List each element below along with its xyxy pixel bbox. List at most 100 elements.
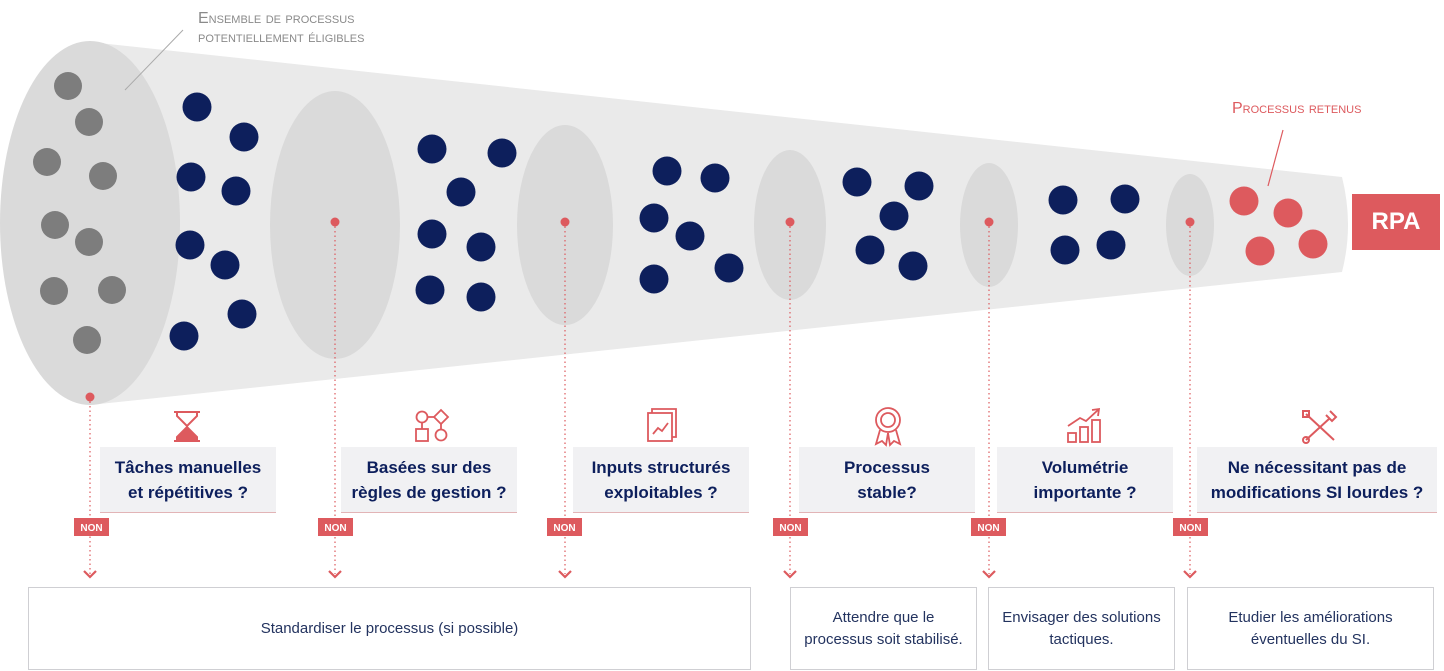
no-badge: NON (1173, 518, 1208, 536)
process-dot (169, 321, 199, 351)
result-box-3: Envisager des solutions tactiques. (988, 587, 1175, 670)
process-dot (466, 282, 496, 312)
no-badge-label: NON (553, 523, 575, 534)
process-dot (417, 219, 447, 249)
process-dot (75, 108, 103, 136)
no-badge-label: NON (1179, 523, 1201, 534)
drop-chevrons (83, 570, 1197, 579)
retained-dots (1229, 186, 1328, 266)
process-dot (1048, 185, 1078, 215)
drop-start-dot (984, 217, 994, 227)
criterion-box-5: Volumétrie importante ? (997, 447, 1173, 513)
result-text: Standardiser le processus (si possible) (260, 619, 519, 637)
growth-chart-icon (1067, 407, 1101, 443)
process-dot (842, 167, 872, 197)
criterion-text: Processus stable? (844, 457, 930, 502)
no-badge-label: NON (977, 523, 999, 534)
criterion-box-1: Tâches manuelles et répétitives ? (100, 447, 276, 513)
candidate-dots-stage-4 (842, 167, 934, 281)
process-dot (176, 162, 206, 192)
candidate-dots-stage-2 (415, 134, 517, 312)
process-dot (75, 228, 103, 256)
process-dot (1229, 186, 1259, 216)
process-dot (175, 230, 205, 260)
result-text: Etudier les améliorations éventuelles du… (1228, 608, 1393, 648)
process-dot (1096, 230, 1126, 260)
no-badges: NON NON NON NON NON NON (74, 518, 1208, 536)
document-chart-icon (647, 408, 677, 442)
chevron-down-icon (558, 570, 572, 579)
no-badge: NON (74, 518, 109, 536)
process-dot (41, 211, 69, 239)
chevron-down-icon (328, 570, 342, 579)
criterion-text: Inputs structurés exploitables ? (591, 457, 731, 502)
criterion-box-4: Processus stable? (799, 447, 975, 513)
drop-start-dots (85, 217, 1195, 402)
no-badge-label: NON (324, 523, 346, 534)
process-dot (227, 299, 257, 329)
rpa-output-box: RPA (1352, 194, 1440, 250)
process-dot (54, 72, 82, 100)
process-dot (446, 177, 476, 207)
result-text: Envisager des solutions tactiques. (1002, 608, 1161, 648)
process-dot (210, 250, 240, 280)
result-box-4: Etudier les améliorations éventuelles du… (1187, 587, 1434, 670)
process-dot (182, 92, 212, 122)
process-dot (855, 235, 885, 265)
rosette-icon (874, 407, 902, 447)
criterion-text: Tâches manuelles et répétitives ? (114, 457, 262, 502)
chevron-down-icon (982, 570, 996, 579)
funnel-mouth (0, 41, 180, 405)
input-dots (33, 72, 126, 354)
drop-start-dot (560, 217, 570, 227)
process-dot (1245, 236, 1275, 266)
no-badge: NON (773, 518, 808, 536)
process-dot (417, 134, 447, 164)
retained-label: Processus retenus (1232, 100, 1362, 117)
result-box-2: Attendre que le processus soit stabilisé… (790, 587, 977, 670)
tools-icon (1302, 410, 1338, 444)
candidate-dots-stage-3 (639, 156, 744, 294)
process-dot (73, 326, 101, 354)
drop-start-dot (1185, 217, 1195, 227)
drop-lines (89, 222, 1191, 574)
candidate-dots-stage-1 (169, 92, 259, 351)
rpa-label: RPA (1371, 208, 1421, 235)
process-dot (221, 176, 251, 206)
process-dot (879, 201, 909, 231)
process-dot (33, 148, 61, 176)
process-dot (40, 277, 68, 305)
no-badge: NON (971, 518, 1006, 536)
criterion-text: Basées sur des règles de gestion ? (351, 457, 507, 502)
process-dot (98, 276, 126, 304)
eligible-set-label: Ensemble de processus potentiellement él… (198, 10, 365, 46)
process-dot (1298, 229, 1328, 259)
process-dot (229, 122, 259, 152)
process-dot (1050, 235, 1080, 265)
criterion-box-2: Basées sur des règles de gestion ? (341, 447, 517, 513)
process-dot (1273, 198, 1303, 228)
process-dot (700, 163, 730, 193)
process-dot (639, 264, 669, 294)
process-dot (898, 251, 928, 281)
result-box-1: Standardiser le processus (si possible) (28, 587, 751, 670)
process-dot (466, 232, 496, 262)
callout-line-eligible (124, 29, 184, 91)
criterion-box-3: Inputs structurés exploitables ? (573, 447, 749, 513)
drop-start-dot (85, 392, 95, 402)
criterion-box-6: Ne nécessitant pas de modifications SI l… (1197, 447, 1437, 513)
result-text: Attendre que le processus soit stabilisé… (804, 608, 963, 648)
chevron-down-icon (83, 570, 97, 579)
no-badge-label: NON (779, 523, 801, 534)
criterion-text: Volumétrie importante ? (1033, 457, 1137, 502)
flowchart-icon (415, 408, 450, 442)
criterion-text: Ne nécessitant pas de modifications SI l… (1210, 457, 1424, 502)
process-dot (714, 253, 744, 283)
no-badge: NON (318, 518, 353, 536)
process-dot (904, 171, 934, 201)
process-dot (652, 156, 682, 186)
chevron-down-icon (783, 570, 797, 579)
process-dot (89, 162, 117, 190)
process-dot (487, 138, 517, 168)
